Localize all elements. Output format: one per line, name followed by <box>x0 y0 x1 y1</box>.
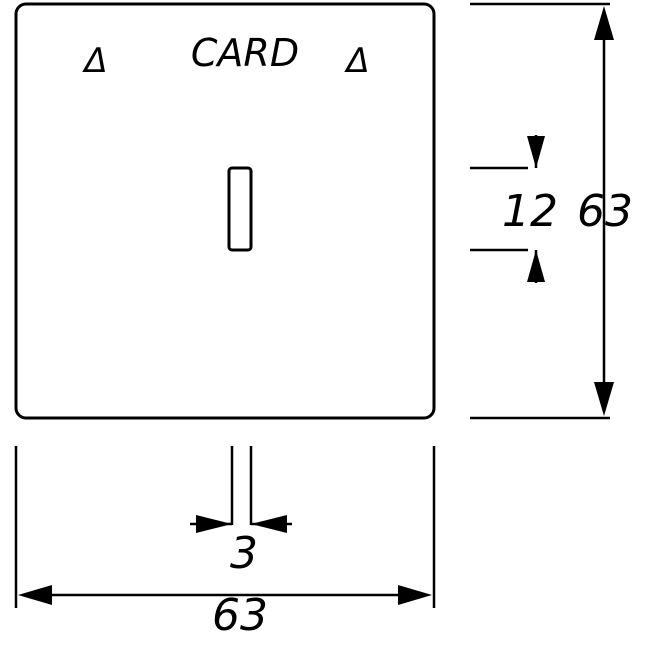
left-arrow-symbol: Δ <box>81 41 107 81</box>
arrowhead-plate-height-bottom <box>594 382 614 416</box>
arrowhead-plate-height-top <box>594 6 614 40</box>
arrowhead-plate-width-left <box>18 585 52 605</box>
arrowhead-slot-width-right <box>251 515 287 533</box>
arrowhead-plate-width-right <box>398 585 432 605</box>
cover-plate-outline <box>14 2 436 420</box>
card-label: CARD <box>191 31 299 75</box>
slot-width-value: 3 <box>230 528 258 579</box>
right-arrow-symbol: Δ <box>343 41 369 81</box>
card-slot <box>227 166 253 252</box>
slot-height-value: 12 <box>502 186 558 237</box>
arrowhead-slot-height-bottom <box>527 250 545 282</box>
plate-width-value: 63 <box>212 590 268 641</box>
arrowhead-slot-width-left <box>196 515 232 533</box>
plate-height-value: 63 <box>577 186 633 237</box>
arrowhead-slot-height-top <box>527 136 545 168</box>
